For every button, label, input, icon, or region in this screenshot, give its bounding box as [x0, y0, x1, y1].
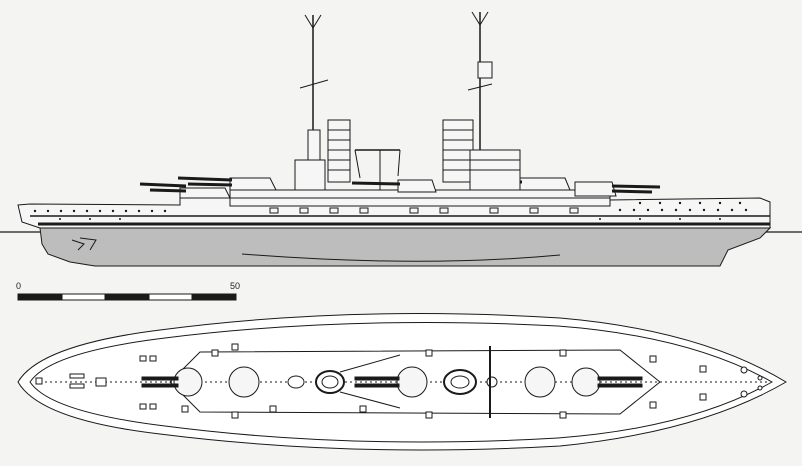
- aft-turret: [139, 182, 231, 199]
- forward-mast: [467, 11, 521, 191]
- lower-hull: [39, 227, 772, 267]
- midship-turret-1: [351, 179, 437, 193]
- forward-turret: [574, 181, 661, 197]
- scale-end-label: 50: [230, 281, 241, 291]
- plan-turret-mid-1: [354, 366, 428, 398]
- boat-crane: [354, 149, 401, 190]
- plan-turret-fwd: [571, 367, 643, 397]
- casemate-ports: [269, 207, 579, 214]
- bilge-keel: [241, 253, 561, 262]
- propeller: [71, 237, 97, 251]
- plan-turret-aft-super: [228, 366, 260, 398]
- scale-start-label: 0: [16, 281, 22, 291]
- plan-turret-fwd-super: [524, 366, 556, 398]
- aft-funnel: [327, 119, 351, 183]
- plan-mast-platform: [287, 375, 305, 389]
- forward-funnel: [442, 119, 474, 183]
- plan-view: [17, 313, 787, 451]
- plan-funnel-fwd: [443, 369, 477, 395]
- side-profile-view: [0, 11, 802, 267]
- plan-hull-inner: [29, 321, 774, 443]
- scale-bar: [17, 293, 237, 301]
- plan-turret-aft: [141, 367, 203, 397]
- aft-superfiring-turret: [177, 176, 277, 191]
- aft-mast: [294, 14, 329, 191]
- plan-funnel-aft: [315, 370, 345, 394]
- plan-fwd-mast: [486, 376, 498, 388]
- portholes: [33, 201, 748, 220]
- plan-deck-fittings: [35, 343, 763, 419]
